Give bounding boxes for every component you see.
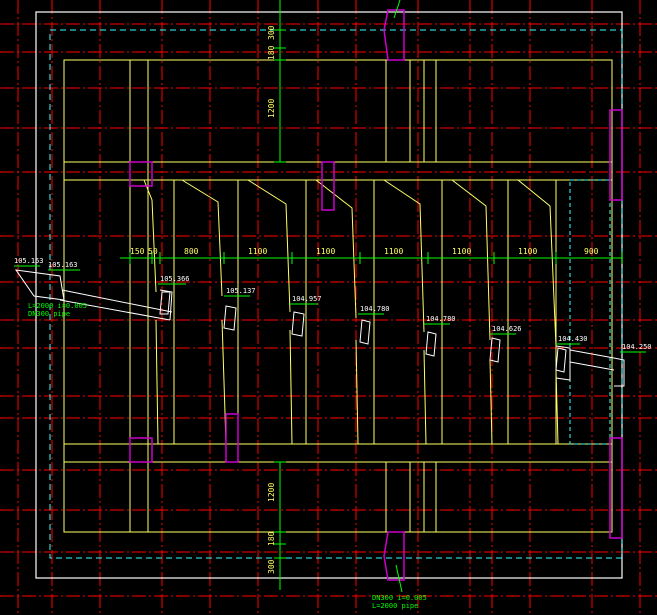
baffle-walls: [143, 179, 557, 444]
bottom-note-2: L=2000 pipe: [372, 602, 418, 610]
level-inlet-a: 105.153: [14, 257, 44, 265]
level-marks: [14, 265, 646, 353]
outlet-pipe: [555, 345, 625, 387]
dashed-chamber: [569, 179, 611, 445]
level-7: 104.430: [558, 335, 588, 343]
dim-top-1200: 1200: [267, 99, 276, 118]
level-3: 104.957: [292, 295, 322, 303]
level-4: 104.780: [360, 305, 390, 313]
dimension-lines: [120, 0, 623, 593]
dashed-boundary: [49, 29, 623, 559]
level-2: 105.137: [226, 287, 256, 295]
level-inlet-b: 105.163: [48, 261, 78, 269]
dim-span-1100-e: 1100: [518, 247, 537, 256]
level-6: 104.626: [492, 325, 522, 333]
dim-bottom-1200: 1200: [267, 483, 276, 502]
dim-span-150: 150: [130, 247, 145, 256]
sluice-gates: [159, 291, 567, 373]
dim-bottom-300: 300: [267, 559, 276, 574]
outer-boundary: [35, 11, 623, 579]
dim-span-1100-d: 1100: [452, 247, 471, 256]
dim-top-180: 180: [267, 45, 276, 60]
channel-legs: [155, 319, 559, 445]
dim-span-800: 800: [184, 247, 199, 256]
level-outlet: 104.250: [622, 343, 652, 351]
dim-span-900: 900: [584, 247, 599, 256]
dim-top-300: 300: [267, 25, 276, 40]
dim-span-1100-c: 1100: [384, 247, 403, 256]
dim-bottom-180: 180: [267, 531, 276, 546]
dim-span-1100-b: 1100: [316, 247, 335, 256]
inlet-note-2: DN300 pipe: [28, 310, 70, 318]
inlet-pipe: [14, 269, 173, 321]
header-channels: [64, 60, 612, 532]
pool-wall: [63, 59, 613, 533]
level-1: 105.366: [160, 275, 190, 283]
accent-plates: [129, 9, 623, 581]
level-5: 104.780: [426, 315, 456, 323]
bottom-note-1: DN300 i=0.005: [372, 594, 427, 602]
dim-span-1100-a: 1100: [248, 247, 267, 256]
inlet-note-1: L=2000 i=0.005: [28, 302, 87, 310]
dim-span-50: 50: [148, 247, 158, 256]
